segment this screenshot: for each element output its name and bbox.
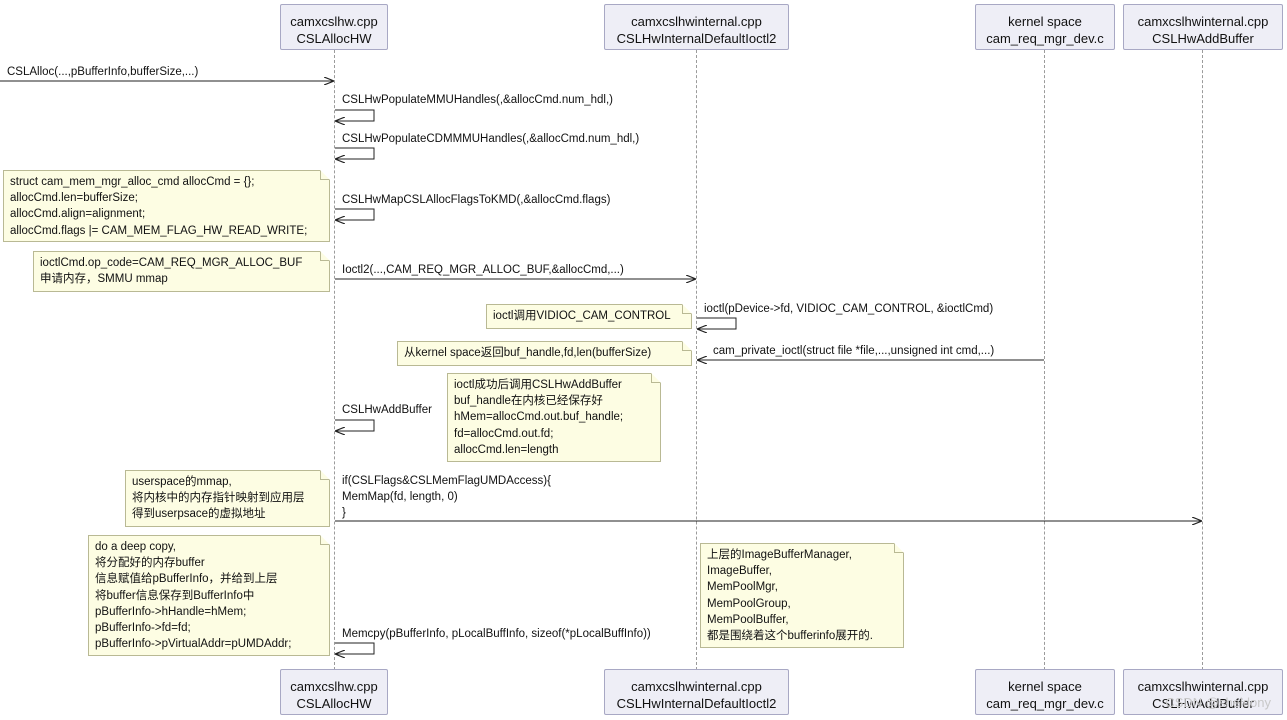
lifeline-cslhwinternaldefaultioctl2 [696,50,697,670]
arrow-self-populate-mmu [335,109,375,121]
participant-kernel-space-bottom: kernel space cam_req_mgr_dev.c [975,669,1115,715]
message-memmap-line2: MemMap(fd, length, 0) [342,491,458,503]
arrow-self-addbuffer [335,419,375,431]
note-add-buffer: ioctl成功后调用CSLHwAddBuffer buf_handle在内核已经… [447,373,661,462]
message-populate-mmu-handles: CSLHwPopulateMMUHandles(,&allocCmd.num_h… [342,94,613,106]
message-populate-cdm-mmu-handles: CSLHwPopulateCDMMMUHandles(,&allocCmd.nu… [342,133,640,145]
arrow-self-mapflags [335,208,375,220]
arrow-self-populate-cdm [335,147,375,159]
message-memmap-line1: if(CSLFlags&CSLMemFlagUMDAccess){ [342,475,551,487]
message-ioctl2: Ioctl2(...,CAM_REQ_MGR_ALLOC_BUF,&allocC… [342,264,624,276]
note-alloc-cmd: struct cam_mem_mgr_alloc_cmd allocCmd = … [3,170,330,242]
lifeline-cslhwaddbuffer [1202,50,1203,670]
lifeline-kernel-space [1044,50,1045,670]
note-image-buffer-manager: 上层的ImageBufferManager, ImageBuffer, MemP… [700,543,904,648]
participant-cslhwinternaldefaultioctl2-bottom: camxcslhwinternal.cpp CSLHwInternalDefau… [604,669,789,715]
message-cam-private-ioctl: cam_private_ioctl(struct file *file,...,… [713,345,995,357]
message-ioctl: ioctl(pDevice->fd, VIDIOC_CAM_CONTROL, &… [704,303,994,315]
arrow-self-ioctl [697,317,737,329]
participant-cslhwinternaldefaultioctl2-top: camxcslhwinternal.cpp CSLHwInternalDefau… [604,4,789,50]
arrow-self-memcpy [335,642,375,654]
note-ioctl-vidioc: ioctl调用VIDIOC_CAM_CONTROL [486,304,692,329]
participant-kernel-space-top: kernel space cam_req_mgr_dev.c [975,4,1115,50]
participant-cslhwaddbuffer-bottom: camxcslhwinternal.cpp CSLHwAddBuffer [1123,669,1283,715]
note-userspace-mmap: userspace的mmap, 将内核中的内存指针映射到应用层 得到userps… [125,470,330,527]
message-map-alloc-flags: CSLHwMapCSLAllocFlagsToKMD(,&allocCmd.fl… [342,194,611,206]
note-ioctl-opcode: ioctlCmd.op_code=CAM_REQ_MGR_ALLOC_BUF 申… [33,251,330,292]
message-memmap-line3: } [342,507,346,519]
note-deep-copy: do a deep copy, 将分配好的内存buffer 信息赋值给pBuff… [88,535,330,656]
watermark: CSDN @sheldony [1165,695,1271,710]
participant-cslallochw-bottom: camxcslhw.cpp CSLAllocHW [280,669,388,715]
message-cslalloc: CSLAlloc(...,pBufferInfo,bufferSize,...) [7,66,199,78]
message-cslhw-add-buffer: CSLHwAddBuffer [342,404,432,416]
participant-cslhwaddbuffer-top: camxcslhwinternal.cpp CSLHwAddBuffer [1123,4,1283,50]
participant-cslallochw-top: camxcslhw.cpp CSLAllocHW [280,4,388,50]
note-kernel-return: 从kernel space返回buf_handle,fd,len(bufferS… [397,341,692,366]
lifeline-cslallochw [334,50,335,670]
message-memcpy: Memcpy(pBufferInfo, pLocalBuffInfo, size… [342,628,651,640]
